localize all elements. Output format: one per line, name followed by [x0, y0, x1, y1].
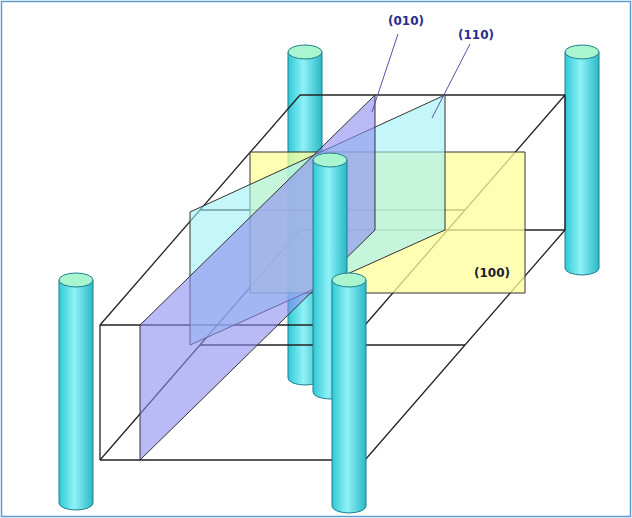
column-top [565, 45, 599, 59]
leader-line [372, 34, 398, 112]
front-columns [59, 153, 366, 513]
plane-label: (100) [474, 266, 510, 280]
column-top [288, 45, 322, 59]
column-body [565, 52, 599, 275]
plane-label: (010) [388, 14, 424, 28]
column-cylinder [565, 45, 599, 275]
column-body [59, 280, 93, 510]
column-top [313, 153, 347, 167]
leader-line [432, 44, 470, 118]
column-cylinder [59, 273, 93, 510]
column-top [59, 273, 93, 287]
column-cylinder [332, 273, 366, 513]
plane-label: (110) [458, 28, 494, 42]
column-body [332, 280, 366, 513]
column-top [332, 273, 366, 287]
